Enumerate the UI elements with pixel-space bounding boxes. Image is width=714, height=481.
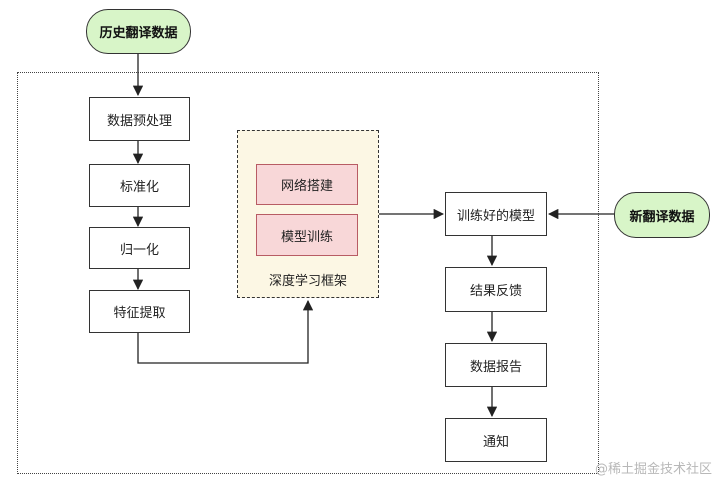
feature-extract-node[interactable]: 特征提取 [89, 290, 190, 333]
standardize-node[interactable]: 标准化 [89, 164, 190, 207]
new-data-node[interactable]: 新翻译数据 [614, 192, 710, 238]
network-build-node[interactable]: 网络搭建 [256, 164, 358, 205]
notify-node[interactable]: 通知 [445, 418, 547, 462]
model-train-node[interactable]: 模型训练 [256, 214, 358, 256]
trained-model-node[interactable]: 训练好的模型 [445, 192, 547, 236]
framework-label: 深度学习框架 [268, 274, 347, 289]
preprocess-node[interactable]: 数据预处理 [89, 97, 190, 141]
watermark-text: @稀土掘金技术社区 [594, 462, 712, 477]
feedback-node[interactable]: 结果反馈 [445, 267, 547, 312]
report-node[interactable]: 数据报告 [445, 343, 547, 387]
history-data-node[interactable]: 历史翻译数据 [86, 9, 191, 54]
arrow-feature-to-framework [137, 299, 314, 364]
outer-container [17, 72, 599, 474]
normalize-node[interactable]: 归一化 [89, 227, 190, 269]
